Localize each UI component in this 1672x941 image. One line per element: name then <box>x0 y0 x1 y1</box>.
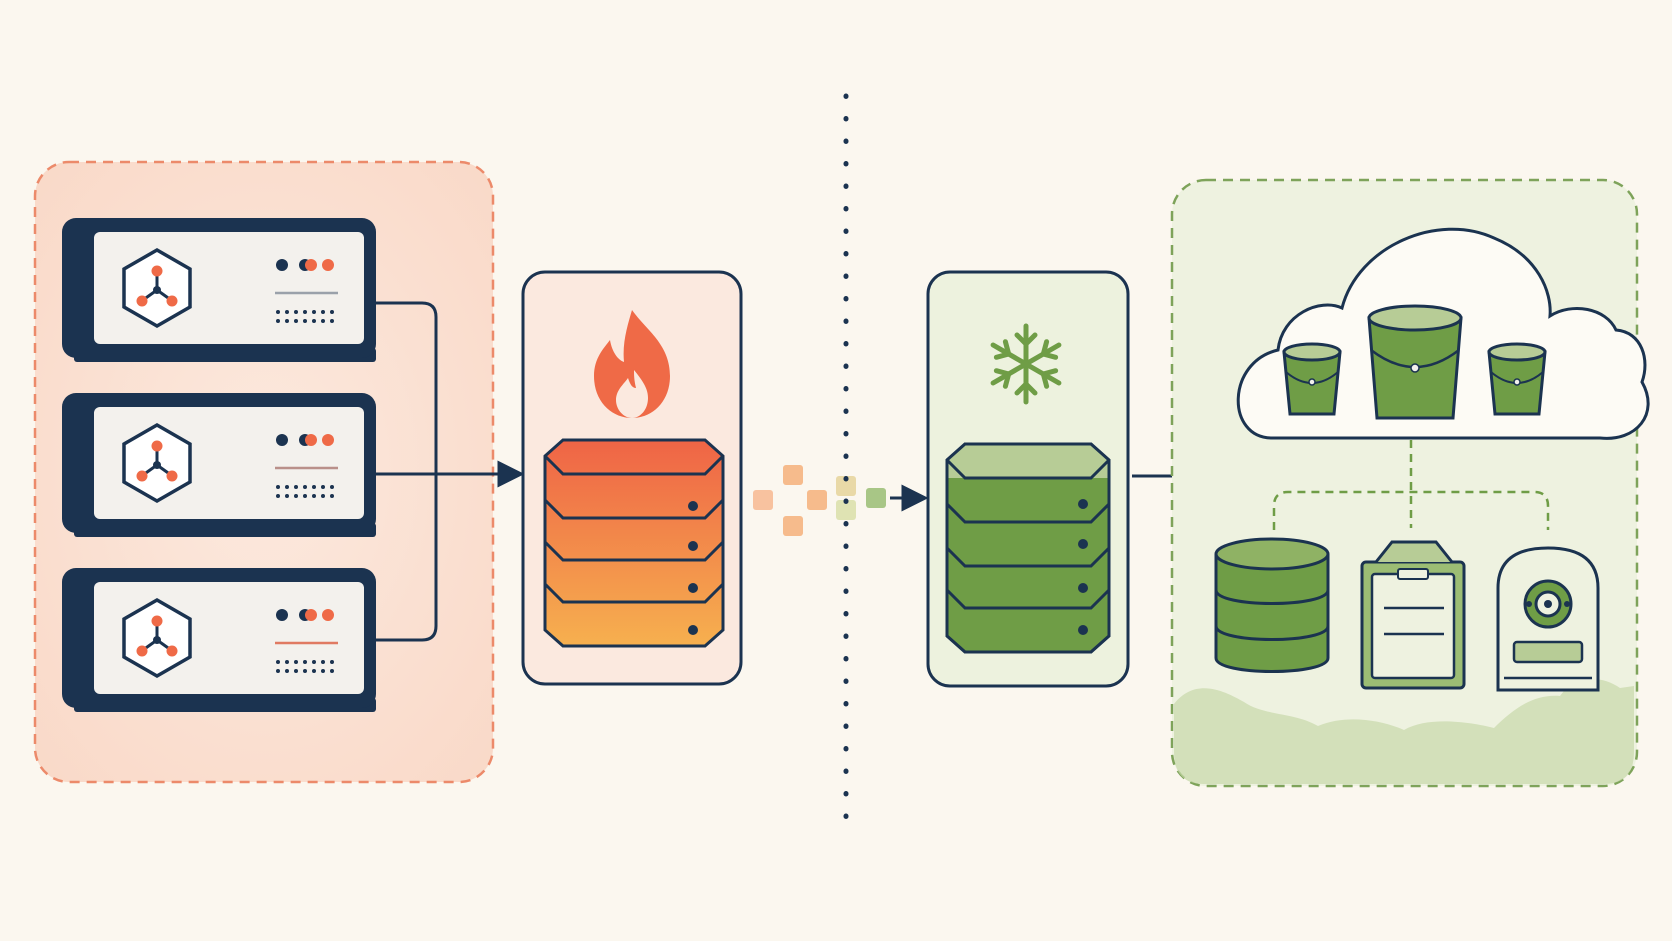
snowflake-icon <box>990 323 1062 405</box>
database-stack-icon <box>945 442 1111 654</box>
database-icon <box>1214 537 1330 673</box>
cold-storage-panel <box>926 270 1130 688</box>
bucket-icon <box>1487 342 1547 416</box>
transfer-block <box>783 465 803 485</box>
hexagon-network-icon <box>122 247 192 329</box>
database-stack-icon <box>543 438 725 648</box>
server-unit-3 <box>62 568 376 712</box>
hexagon-network-icon <box>122 422 192 504</box>
tape-drive-icon <box>1496 546 1600 692</box>
transfer-block <box>807 490 827 510</box>
server-connectors <box>376 301 525 642</box>
archive-box-icon <box>1360 540 1466 690</box>
transfer-block <box>753 490 773 510</box>
server-unit-1 <box>62 218 376 362</box>
archive-distribution-lines <box>1272 440 1550 530</box>
archive-zone <box>1170 178 1650 788</box>
hot-storage-panel <box>521 270 743 686</box>
hot-zone <box>33 160 495 784</box>
transfer-block <box>866 488 886 508</box>
transfer-block <box>836 500 856 520</box>
bucket-icon <box>1282 342 1342 416</box>
transfer-block <box>836 476 856 496</box>
data-transfer-blocks <box>753 465 929 536</box>
server-unit-2 <box>62 393 376 537</box>
transfer-block <box>783 516 803 536</box>
foliage-backdrop <box>1174 678 1634 784</box>
hexagon-network-icon <box>122 597 192 679</box>
flame-icon <box>594 310 670 418</box>
bucket-icon <box>1367 304 1463 420</box>
